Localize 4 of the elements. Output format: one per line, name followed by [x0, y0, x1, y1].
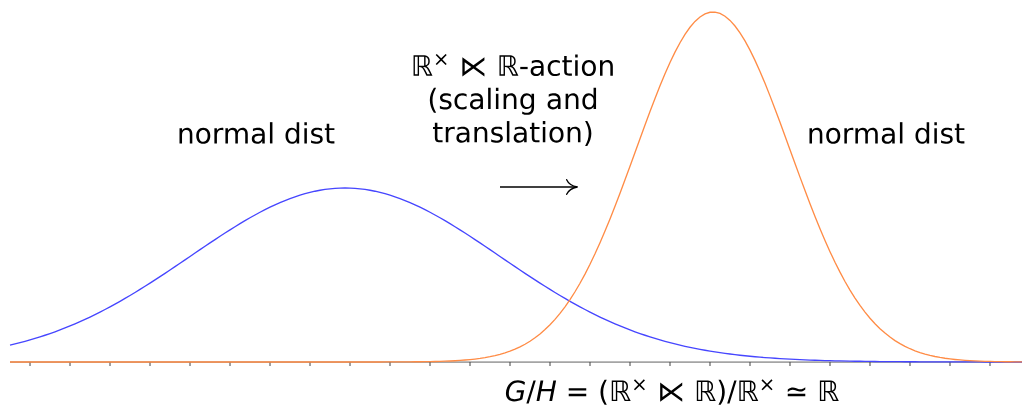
axis-label: G/H = (ℝ$^{×}$ ⋉ ℝ)/ℝ$^{×}$ ≃ ℝ	[505, 379, 839, 405]
action-label: ℝ$^{×}$ ⋉ ℝ-action (scaling and translation)	[413, 53, 613, 147]
node-label: normal dist	[179, 122, 335, 144]
node-label: normal dist	[809, 122, 965, 144]
